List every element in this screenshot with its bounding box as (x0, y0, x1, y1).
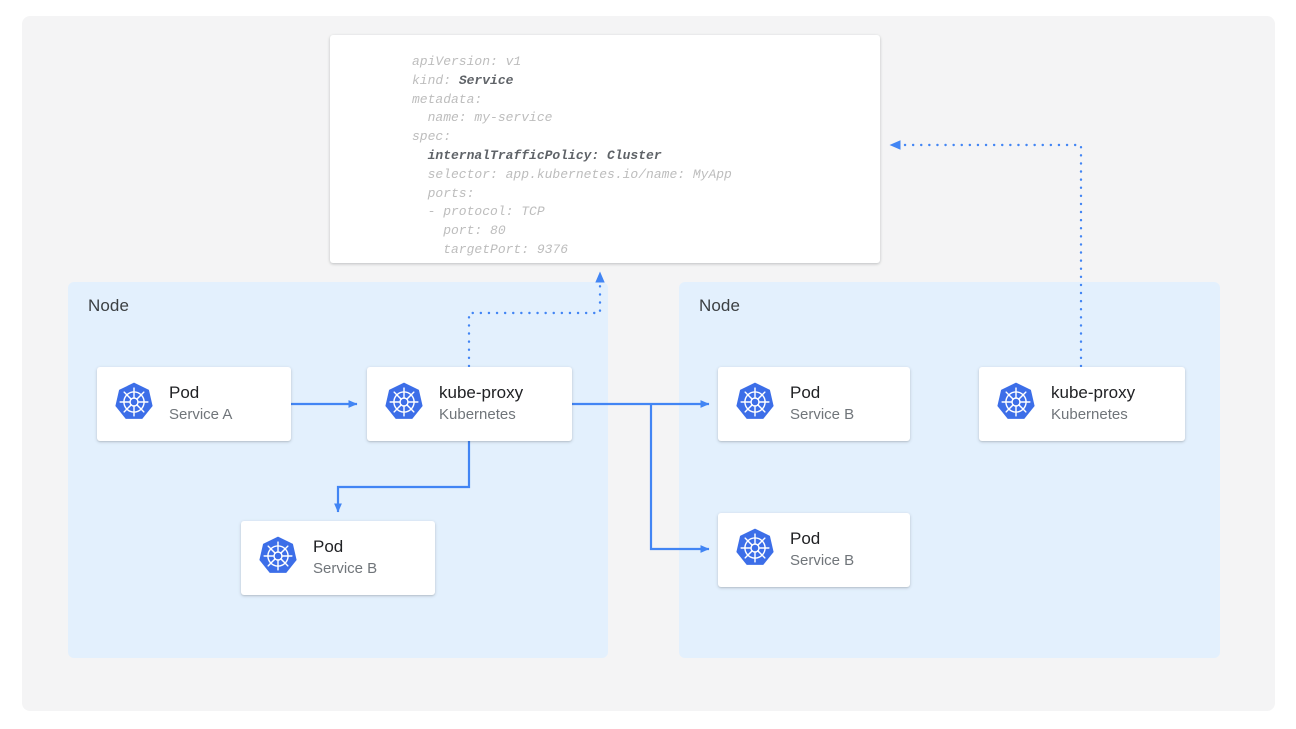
card-text: kube-proxy Kubernetes (1051, 383, 1135, 424)
card-title: kube-proxy (439, 383, 523, 404)
kubernetes-icon (995, 381, 1037, 428)
card-title: Pod (790, 529, 854, 550)
yaml-line: port: 80 (412, 222, 732, 241)
kubernetes-icon (113, 381, 155, 428)
card-text: kube-proxy Kubernetes (439, 383, 523, 424)
yaml-line: - protocol: TCP (412, 203, 732, 222)
yaml-line: selector: app.kubernetes.io/name: MyApp (412, 166, 732, 185)
node-group-right: Node (679, 282, 1220, 658)
yaml-line: ports: (412, 185, 732, 204)
card-kube-proxy-left[interactable]: kube-proxy Kubernetes (367, 367, 572, 441)
yaml-line: apiVersion: v1 (412, 53, 732, 72)
card-text: Pod Service A (169, 383, 232, 424)
yaml-line: kind: Service (412, 72, 732, 91)
yaml-line: spec: (412, 128, 732, 147)
card-pod-service-b-right-bottom[interactable]: Pod Service B (718, 513, 910, 587)
yaml-line: internalTrafficPolicy: Cluster (412, 147, 732, 166)
card-subtitle: Kubernetes (439, 406, 523, 424)
service-spec-yaml: apiVersion: v1kind: Servicemetadata: nam… (412, 53, 732, 260)
service-spec-panel: apiVersion: v1kind: Servicemetadata: nam… (330, 35, 880, 263)
kubernetes-icon (734, 527, 776, 574)
node-label-right: Node (699, 296, 740, 316)
card-title: Pod (313, 537, 377, 558)
node-label-left: Node (88, 296, 129, 316)
card-text: Pod Service B (790, 383, 854, 424)
kubernetes-icon (734, 381, 776, 428)
card-pod-service-a[interactable]: Pod Service A (97, 367, 291, 441)
card-subtitle: Service B (790, 406, 854, 424)
card-pod-service-b-left[interactable]: Pod Service B (241, 521, 435, 595)
card-text: Pod Service B (790, 529, 854, 570)
card-title: Pod (169, 383, 232, 404)
card-kube-proxy-right[interactable]: kube-proxy Kubernetes (979, 367, 1185, 441)
card-subtitle: Service B (313, 560, 377, 578)
yaml-line: name: my-service (412, 109, 732, 128)
card-subtitle: Service A (169, 406, 232, 424)
kubernetes-icon (257, 535, 299, 582)
yaml-line: targetPort: 9376 (412, 241, 732, 260)
kubernetes-icon (383, 381, 425, 428)
card-title: kube-proxy (1051, 383, 1135, 404)
node-group-left: Node (68, 282, 608, 658)
yaml-line: metadata: (412, 91, 732, 110)
card-subtitle: Kubernetes (1051, 406, 1135, 424)
card-pod-service-b-right-top[interactable]: Pod Service B (718, 367, 910, 441)
card-title: Pod (790, 383, 854, 404)
card-text: Pod Service B (313, 537, 377, 578)
card-subtitle: Service B (790, 552, 854, 570)
